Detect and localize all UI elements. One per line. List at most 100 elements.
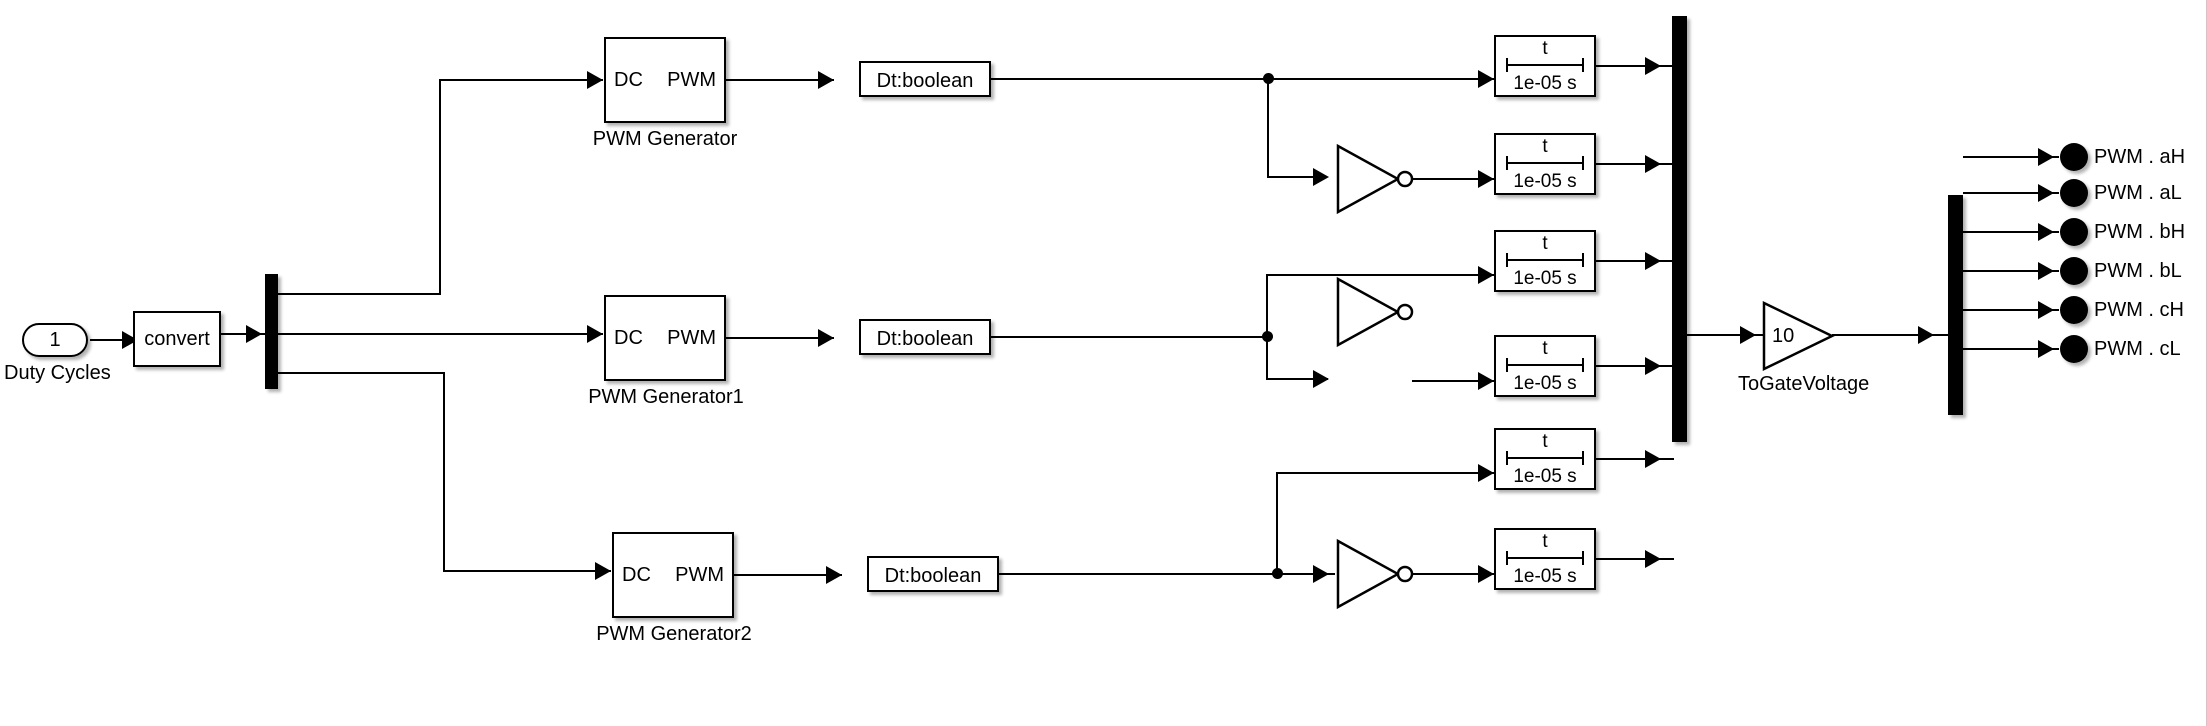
arrow-mux-in-2 xyxy=(1645,252,1661,270)
demux-bar-output[interactable] xyxy=(1948,195,1963,415)
transport-delay-4[interactable]: t 1e-05 s xyxy=(1494,428,1596,490)
outport-5-label: PWM . cL xyxy=(2094,338,2181,360)
wire-mux-to-gain xyxy=(1687,334,1769,336)
wire-not2-to-delay5 xyxy=(1412,573,1494,575)
transport-delay-0[interactable]: t 1e-05 s xyxy=(1494,35,1596,97)
transport-delay-4-symbol: t xyxy=(1542,431,1548,452)
datatype-conversion-1-label: Dt:boolean xyxy=(876,327,974,350)
pwm-generator-0-name: PWM Generator xyxy=(592,128,738,150)
convert-block[interactable]: convert xyxy=(133,311,221,367)
pwm-generator-2-out-port: PWM xyxy=(675,564,724,586)
gain-block-togatevoltage[interactable]: 10 xyxy=(1762,301,1835,371)
wire-dt1-to-branch xyxy=(991,336,1271,338)
arrow-mux-in-4 xyxy=(1645,450,1661,468)
transport-delay-2[interactable]: t 1e-05 s xyxy=(1494,230,1596,292)
not-gate-2[interactable] xyxy=(1336,538,1414,610)
pwm-generator-2-name: PWM Generator2 xyxy=(596,623,752,645)
outport-0[interactable] xyxy=(2060,143,2088,171)
wire-dt2-to-branch xyxy=(999,573,1279,575)
not-gate-0[interactable] xyxy=(1336,143,1414,215)
datatype-conversion-0-label: Dt:boolean xyxy=(876,69,974,92)
transport-delay-2-value: 1e-05 s xyxy=(1513,268,1577,289)
transport-delay-5[interactable]: t 1e-05 s xyxy=(1494,528,1596,590)
outport-5[interactable] xyxy=(2060,335,2088,363)
arrow-gen1-in xyxy=(587,325,603,343)
wire-branch2-to-not2 xyxy=(1277,573,1335,575)
arrow-delay5-in xyxy=(1478,565,1494,583)
transport-delay-2-symbol: t xyxy=(1542,233,1548,254)
arrow-mux-in-5 xyxy=(1645,550,1661,568)
wire-demux1-v xyxy=(439,79,441,295)
wire-demux3-v xyxy=(443,372,445,572)
mux-bar[interactable] xyxy=(1672,16,1687,442)
arrow-not2-in xyxy=(1313,565,1329,583)
wire-demuxout-2 xyxy=(1963,231,2059,233)
outport-2[interactable] xyxy=(2060,218,2088,246)
pwm-generator-1-in-port: DC xyxy=(614,327,643,349)
wire-delay3-to-mux xyxy=(1596,365,1674,367)
transport-delay-2-glyph xyxy=(1506,253,1584,267)
arrow-dt0-in xyxy=(818,71,834,89)
inport-duty-cycles[interactable]: 1 xyxy=(22,323,88,357)
gain-block-name: ToGateVoltage xyxy=(1738,373,1870,395)
transport-delay-3[interactable]: t 1e-05 s xyxy=(1494,335,1596,397)
demux-bar-input[interactable] xyxy=(265,274,278,389)
arrow-not0-in xyxy=(1313,168,1329,186)
wire-delay0-to-mux xyxy=(1596,65,1674,67)
wire-branch1-v-down xyxy=(1266,336,1268,380)
transport-delay-1[interactable]: t 1e-05 s xyxy=(1494,133,1596,195)
outport-1[interactable] xyxy=(2060,179,2088,207)
datatype-conversion-0[interactable]: Dt:boolean xyxy=(859,61,991,97)
inport-number: 1 xyxy=(49,328,61,351)
arrow-delay4-in xyxy=(1478,464,1494,482)
pwm-generator-0[interactable]: DC PWM xyxy=(604,37,726,123)
wire-branch0-v xyxy=(1267,78,1269,178)
gain-value: 10 xyxy=(1772,325,1795,347)
transport-delay-4-value: 1e-05 s xyxy=(1513,466,1577,487)
datatype-conversion-2[interactable]: Dt:boolean xyxy=(867,556,999,592)
transport-delay-0-glyph xyxy=(1506,58,1584,72)
wire-not0-to-delay1 xyxy=(1412,178,1494,180)
arrow-outport-5 xyxy=(2038,340,2054,358)
wire-demuxout-1 xyxy=(1963,192,2059,194)
arrow-outport-4 xyxy=(2038,301,2054,319)
inport-label: Duty Cycles xyxy=(4,362,111,384)
datatype-conversion-2-label: Dt:boolean xyxy=(884,564,982,587)
arrow-mux-in-0 xyxy=(1645,57,1661,75)
arrow-gain-in xyxy=(1740,326,1756,344)
wire-demux3-h1 xyxy=(278,372,445,374)
arrow-demux-out-in xyxy=(1918,326,1934,344)
arrow-dt1-in xyxy=(818,329,834,347)
outport-3[interactable] xyxy=(2060,257,2088,285)
wire-branch1-to-delay2 xyxy=(1266,274,1494,276)
pwm-generator-1-out-port: PWM xyxy=(667,327,716,349)
arrow-delay2-in xyxy=(1478,266,1494,284)
wire-branch0-to-delay0 xyxy=(1268,78,1494,80)
pwm-generator-2[interactable]: DC PWM xyxy=(612,532,734,618)
wire-demux1-h1 xyxy=(278,293,441,295)
wire-branch0-to-not0 xyxy=(1267,176,1327,178)
outport-2-label: PWM . bH xyxy=(2094,221,2186,243)
arrow-dt2-in xyxy=(826,566,842,584)
arrow-outport-1 xyxy=(2038,184,2054,202)
outport-4[interactable] xyxy=(2060,296,2088,324)
datatype-conversion-1[interactable]: Dt:boolean xyxy=(859,319,991,355)
arrow-delay1-in xyxy=(1478,170,1494,188)
transport-delay-3-symbol: t xyxy=(1542,338,1548,359)
wire-demux1-h2 xyxy=(439,79,603,81)
not-gate-1[interactable] xyxy=(1336,244,1414,380)
pwm-generator-0-in-port: DC xyxy=(614,69,643,91)
wire-not1-to-delay3 xyxy=(1412,380,1494,382)
pwm-generator-2-in-port: DC xyxy=(622,564,651,586)
arrow-demux-in xyxy=(246,325,262,343)
outport-0-label: PWM . aH xyxy=(2094,146,2186,168)
wire-inport-to-convert xyxy=(90,339,134,341)
wire-branch1-to-not1 xyxy=(1266,378,1328,380)
wire-demuxout-0 xyxy=(1963,156,2059,158)
wire-gen1-to-dt xyxy=(726,337,834,339)
outport-4-label: PWM . cH xyxy=(2094,299,2184,321)
pwm-generator-1[interactable]: DC PWM xyxy=(604,295,726,381)
wire-delay4-to-mux xyxy=(1596,458,1674,460)
wire-demuxout-3 xyxy=(1963,270,2059,272)
arrow-not1-in xyxy=(1313,370,1329,388)
